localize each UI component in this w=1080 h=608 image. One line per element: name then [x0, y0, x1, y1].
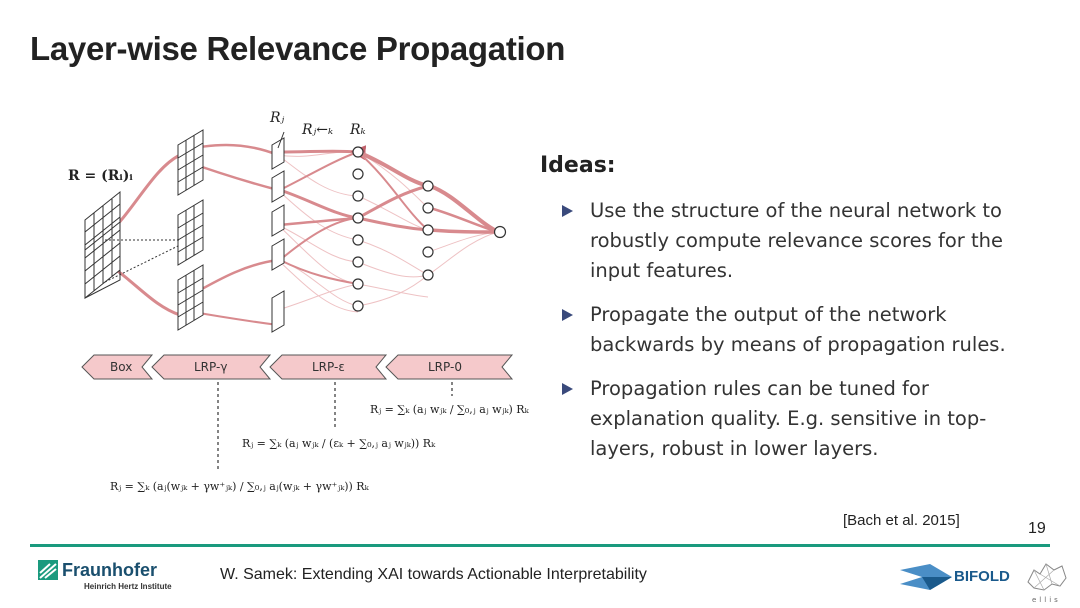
label-rk: Rₖ — [349, 122, 366, 138]
list-item: Use the structure of the neural network … — [562, 196, 1042, 286]
tag-lrp-gamma-label: LRP-γ — [194, 360, 227, 374]
ellis-logo: ellis — [1027, 563, 1067, 604]
fraunhofer-institute: Heinrich Hertz Institute — [84, 582, 172, 591]
list-item: Propagation rules can be tuned for expla… — [562, 374, 1042, 464]
tag-box-label: Box — [110, 360, 132, 374]
slide-title: Layer-wise Relevance Propagation — [30, 30, 566, 67]
rule-tags: Box LRP-γ LRP-ε LRP-0 — [81, 354, 514, 380]
bullet-triangle-icon — [562, 309, 573, 321]
conv-layer-2 — [271, 137, 285, 333]
list-item: Propagate the output of the network back… — [562, 300, 1042, 360]
tag-lrp-0 — [385, 354, 514, 380]
formula-leaders — [217, 382, 453, 470]
relevance-flows — [99, 143, 499, 326]
tag-lrp-0-label: LRP-0 — [428, 360, 462, 374]
ellis-label: ellis — [1032, 596, 1061, 604]
footer-text: W. Samek: Extending XAI towards Actionab… — [220, 566, 647, 583]
fraunhofer-mark-icon — [38, 560, 58, 580]
bullet-triangle-icon — [562, 205, 573, 217]
bifold-mark-icon — [900, 564, 952, 590]
label-input-relevance: R = (Rᵢ)ᵢ — [68, 168, 133, 184]
formulas: Rⱼ = ∑ₖ (aⱼ wⱼₖ / ∑₀,ⱼ aⱼ wⱼₖ) Rₖ Rⱼ = ∑… — [110, 403, 530, 493]
fraunhofer-logo: Fraunhofer Heinrich Hertz Institute — [38, 558, 198, 598]
lrp-diagram: R = (Rᵢ)ᵢ Rⱼ Rⱼ←ₖ Rₖ Box LRP-γ LRP-ε LRP… — [68, 110, 530, 493]
tag-lrp-gamma — [151, 354, 272, 380]
formula-lrp-gamma: Rⱼ = ∑ₖ (aⱼ(wⱼₖ + γw⁺ⱼₖ) / ∑₀,ⱼ aⱼ(wⱼₖ +… — [110, 480, 370, 493]
formula-lrp-eps: Rⱼ = ∑ₖ (aⱼ wⱼₖ / (εₖ + ∑₀,ⱼ aⱼ wⱼₖ)) Rₖ — [242, 437, 436, 450]
fraunhofer-name: Fraunhofer — [62, 560, 158, 580]
input-layer — [84, 190, 121, 300]
label-rj: Rⱼ — [269, 110, 285, 126]
label-rjk: Rⱼ←ₖ — [301, 122, 333, 138]
page-number: 19 — [1028, 520, 1046, 537]
bullet-triangle-icon — [562, 383, 573, 395]
rj-pointer — [277, 131, 285, 149]
citation: [Bach et al. 2015] — [843, 512, 960, 529]
conv-layer-1 — [177, 129, 204, 331]
ideas-list: Use the structure of the neural network … — [562, 196, 1042, 478]
hidden-layer-neurons — [422, 180, 434, 281]
output-neuron — [493, 225, 507, 239]
dense-layer-neurons — [352, 146, 364, 312]
ideas-heading: Ideas: — [540, 153, 616, 178]
footer-rule — [30, 544, 1050, 547]
formula-lrp-0: Rⱼ = ∑ₖ (aⱼ wⱼₖ / ∑₀,ⱼ aⱼ wⱼₖ) Rₖ — [370, 403, 530, 416]
tag-box — [81, 354, 154, 380]
tag-lrp-eps — [269, 354, 388, 380]
receptive-field — [104, 239, 181, 283]
tag-lrp-eps-label: LRP-ε — [312, 360, 345, 374]
bifold-logo: BIFOLD — [900, 562, 1020, 592]
